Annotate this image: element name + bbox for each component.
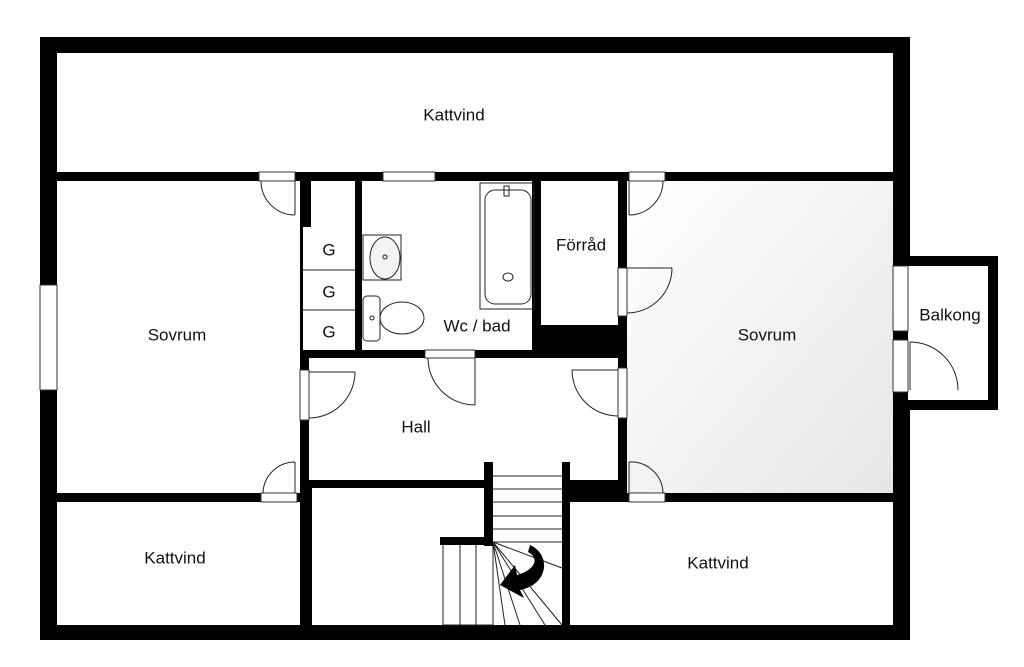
- label-sovrum-right: Sovrum: [738, 325, 797, 344]
- room-sovrum-left: [57, 181, 300, 493]
- door-swings: [258, 171, 959, 503]
- label-sovrum-left: Sovrum: [148, 325, 207, 344]
- label-kattvind-bottom-right: Kattvind: [687, 553, 748, 572]
- room-kattvind-bottom-right: [570, 502, 893, 625]
- label-closet-3: G: [322, 322, 335, 341]
- stair-direction-arrow-icon: [500, 545, 545, 598]
- room-storage: [541, 181, 618, 325]
- window: [892, 265, 909, 332]
- room-closets: [303, 181, 355, 350]
- label-balcony: Balkong: [919, 305, 980, 324]
- window: [892, 339, 909, 393]
- sink: [362, 234, 402, 281]
- label-hall: Hall: [401, 417, 430, 436]
- room-kattvind-bottom-left: [57, 502, 300, 625]
- label-closet-1: G: [322, 240, 335, 259]
- window: [39, 284, 58, 391]
- room-hall: [309, 358, 618, 480]
- balcony-floor: [908, 266, 988, 400]
- label-kattvind-bottom-left: Kattvind: [144, 548, 205, 567]
- room-sovrum-right: [627, 181, 893, 493]
- window: [382, 171, 436, 182]
- label-closet-2: G: [322, 282, 335, 301]
- toilet: [362, 295, 425, 342]
- label-kattvind-top: Kattvind: [423, 105, 484, 124]
- label-storage: Förråd: [556, 235, 606, 254]
- label-bathroom: Wc / bad: [443, 316, 510, 335]
- bathtub: [479, 182, 535, 310]
- room-kattvind-top: [57, 53, 893, 172]
